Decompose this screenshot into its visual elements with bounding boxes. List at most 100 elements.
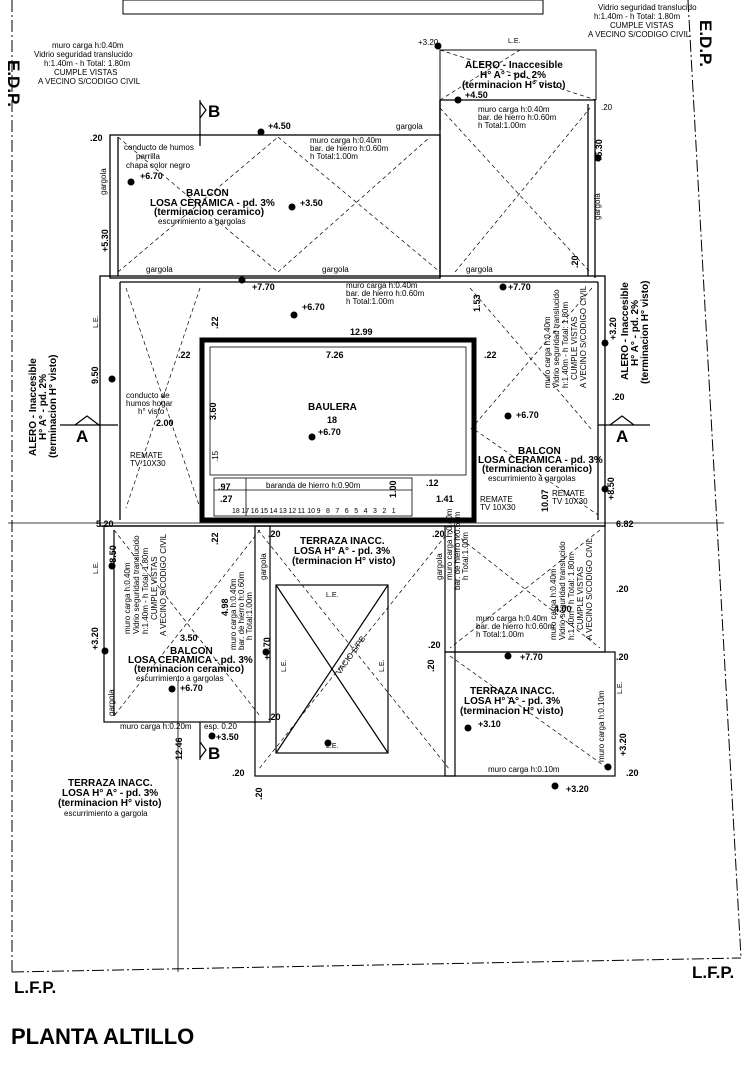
dim-200: 2.00 xyxy=(156,418,174,428)
dim-400: 4.00 xyxy=(554,604,572,614)
balcon-upper-title: BALCON xyxy=(186,188,229,199)
dim-1007: 10.07 xyxy=(540,489,550,512)
dim-022-a: .22 xyxy=(210,316,220,329)
note-vidrio-right: Vidrio seguridad translucido xyxy=(552,289,561,388)
baulera-inner xyxy=(209,346,467,476)
balcon-upper-losa: LOSA CERAMICA - pd. 3% xyxy=(150,198,275,209)
alero-right-losa: H° A° - pd. 2% xyxy=(630,300,641,366)
note-htotal-mid: h Total:1.00m xyxy=(346,297,394,306)
balcon-ll-losa: LOSA CERAMICA - pd. 3% xyxy=(128,655,253,666)
terraza-lr-title: TERRAZA INACC. xyxy=(470,686,555,697)
note-vidrio-h-tr: h:1.40m - h Total: 1.80m xyxy=(594,12,680,21)
level-320-right: +3.20 xyxy=(608,317,618,340)
note-chapa: chapa color negro xyxy=(126,161,191,170)
balcon-ll-term: (terminacion ceramico) xyxy=(134,664,244,675)
stair-step-number: 4 xyxy=(364,508,368,515)
dim-498: 4.98 xyxy=(220,598,230,616)
central-slopes xyxy=(125,287,599,516)
note-muro-upper: muro carga h:0.40m xyxy=(478,105,550,114)
note-vidrio-tr: Vidrio seguridad translucido xyxy=(598,3,697,12)
lower-left-balcony xyxy=(103,525,271,723)
balcon-right-title: BALCON xyxy=(518,446,561,457)
level-450-top: +4.50 xyxy=(465,90,488,100)
note-bar-balcony: bar. de hierro h:0.60m xyxy=(310,144,389,153)
gargola-lr: gargola xyxy=(435,553,444,580)
note-vecino: A VECINO S/CODIGO CIVIL xyxy=(38,77,141,86)
dim-850-left: +8.50 xyxy=(108,545,118,568)
dim-020-i: .20 xyxy=(254,787,264,800)
note-humos-hogar: humos hogar xyxy=(126,399,173,408)
stair-step-number: 14 xyxy=(270,508,278,515)
dim-020-right-d: .20 xyxy=(626,768,639,778)
section-b-bottom: B xyxy=(208,744,220,763)
note-muro: muro carga h:0.40m xyxy=(52,41,124,50)
dim-520: 5.20 xyxy=(96,519,114,529)
alero-top-title: ALERO - Inaccesible xyxy=(465,60,563,71)
terraza-center-title: TERRAZA INACC. xyxy=(300,536,385,547)
note-vidrioh-lr3: h:1.40m - h Total: 1.80m xyxy=(567,554,576,640)
level-450-balcony: +4.50 xyxy=(268,121,291,131)
terraza-ll-losa: LOSA H° A° - pd. 3% xyxy=(62,788,158,799)
dim-012: .12 xyxy=(426,478,439,488)
dim-770-ll: +7.70 xyxy=(262,637,272,660)
le-vacio-top: L.E. xyxy=(326,592,339,599)
alero-top-losa: H° A° - pd. 2% xyxy=(480,70,546,81)
level-320-bottom: +3.20 xyxy=(566,784,589,794)
alero-left-losa: H° A° - pd. 2% xyxy=(38,374,49,440)
stair-step-number: 13 xyxy=(279,508,287,515)
dim-020-e: .20 xyxy=(268,529,281,539)
stair-step-number: 2 xyxy=(382,508,386,515)
note-cumple-lr3: CUMPLE VISTAS xyxy=(576,567,585,630)
gargola-left: gargola xyxy=(99,168,108,195)
edge-label-edp-right: E.D.P. xyxy=(696,20,715,67)
dim-022-c: .22 xyxy=(484,350,497,360)
remate-mid: REMATE xyxy=(480,495,513,504)
dim-020-h: .20 xyxy=(232,768,245,778)
level-310: +3.10 xyxy=(478,719,501,729)
le-lr: L.E. xyxy=(617,681,624,694)
dim-020-left-top: .20 xyxy=(90,133,103,143)
remate-left: REMATE xyxy=(130,451,163,460)
level-670-parrilla: +6.70 xyxy=(140,171,163,181)
edge-label-edp-left: E.D.P. xyxy=(4,60,23,107)
dim-020-right-c: .20 xyxy=(616,652,629,662)
note-cumple-tr: CUMPLE VISTAS xyxy=(610,21,673,30)
top-frame xyxy=(122,0,544,15)
dim-020-mid-right: .20 xyxy=(570,255,580,268)
level-markers xyxy=(101,42,612,790)
note-vecino-tr: A VECINO S/CODIGO CIVIL xyxy=(588,30,691,39)
note-muro-lr: muro carga h:0.40m xyxy=(445,508,454,580)
note-muro010-v: muro carga h:0.10m xyxy=(597,690,606,762)
note-htotal-upper: h Total:1.00m xyxy=(478,121,526,130)
remate-right: REMATE xyxy=(552,489,585,498)
balcon-ll-escurr: escurrimiento a gargolas xyxy=(136,674,224,683)
lower-right-slopes xyxy=(449,529,611,771)
section-a-right: A xyxy=(616,427,628,446)
note-vidrio-h: h:1.40m - h Total: 1.80m xyxy=(44,59,130,68)
dim-850-right: +8.50 xyxy=(606,477,616,500)
note-htotal-ll2: h Total:1.00m xyxy=(245,592,254,640)
section-markers xyxy=(60,100,650,760)
terraza-lr-term: (terminacion H° visto) xyxy=(460,706,563,717)
note-conducto: conducto de humos xyxy=(124,143,194,152)
note-cumple-right: CUMPLE VISTAS xyxy=(570,317,579,380)
alero-left-term: (terminacion H° visto) xyxy=(48,355,59,458)
dim-020-g: .20 xyxy=(268,712,281,722)
dim-022-d: .22 xyxy=(210,532,220,545)
property-line-right xyxy=(11,0,742,973)
note-bar-ll2: bar. de hierro h:0.60m xyxy=(237,571,246,650)
dim-020-right-a: .20 xyxy=(612,392,625,402)
note-muro-020: muro carga h:0.20m xyxy=(120,722,192,731)
terraza-center xyxy=(254,525,456,777)
terraza-ll-escurr: escurrimiento a gargola xyxy=(64,809,148,818)
gargola-ll: gargola xyxy=(259,553,268,580)
dim-020-tr: .20 xyxy=(601,103,613,112)
note-vidrio: Vidrio seguridad translucido xyxy=(34,50,133,59)
note-muro-ll2: muro carga h:0.40m xyxy=(229,578,238,650)
level-320-top: +3.20 xyxy=(418,38,439,47)
note-muro-ll: muro carga h:0.40m xyxy=(123,562,132,634)
dim-530-left: +5.30 xyxy=(100,229,110,252)
terraza-ll-term: (terminacion H° visto) xyxy=(58,798,161,809)
edge-label-lfp-right: L.F.P. xyxy=(692,963,734,982)
